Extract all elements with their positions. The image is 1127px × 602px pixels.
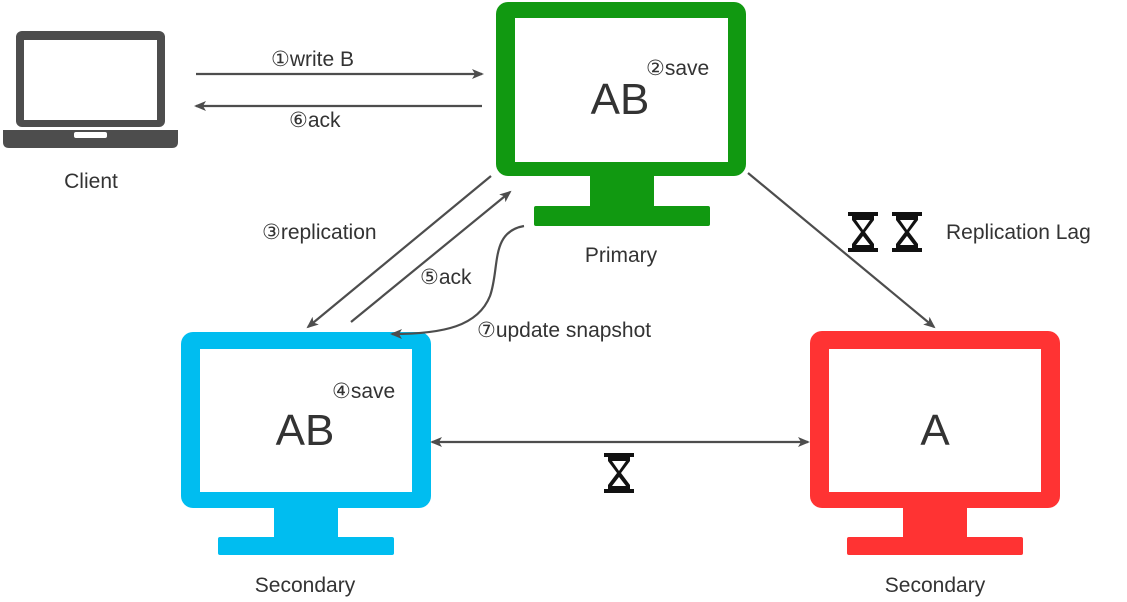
ack-client-label: ⑥ack [289,109,341,132]
hourglass-icon [892,212,922,252]
replication-arrow [306,175,492,329]
primary-label: Primary [585,244,658,267]
secondary-left-node: AB ④save Secondary [181,332,431,597]
hourglass-icon [848,212,878,252]
primary-content: AB [591,75,650,124]
secondary-left-step-save: ④save [332,380,395,403]
monitor-icon [496,2,746,226]
monitor-icon [181,332,431,555]
replication-lag-label: Replication Lag [946,221,1091,244]
update-snapshot-label: ⑦update snapshot [477,319,651,342]
update-snapshot-arrow [390,224,525,339]
ack-primary-arrow [350,190,512,323]
write-label: ①write B [271,48,354,71]
ack-primary-label: ⑤ack [420,266,472,289]
secondary-right-content: A [920,406,950,455]
client-node: Client [3,31,178,193]
primary-node: AB ②save Primary [496,2,746,267]
secondary-right-node: A Secondary [810,331,1060,597]
hourglass-icon [604,453,634,493]
secondary-left-content: AB [276,406,335,455]
client-label: Client [64,170,118,193]
primary-step-save: ②save [646,57,709,80]
secondary-right-label: Secondary [885,574,986,597]
replication-label: ③replication [262,221,377,244]
monitor-icon [810,331,1060,555]
secondary-left-label: Secondary [255,574,356,597]
replication-lag-arrow [747,172,936,329]
laptop-icon [3,31,178,148]
